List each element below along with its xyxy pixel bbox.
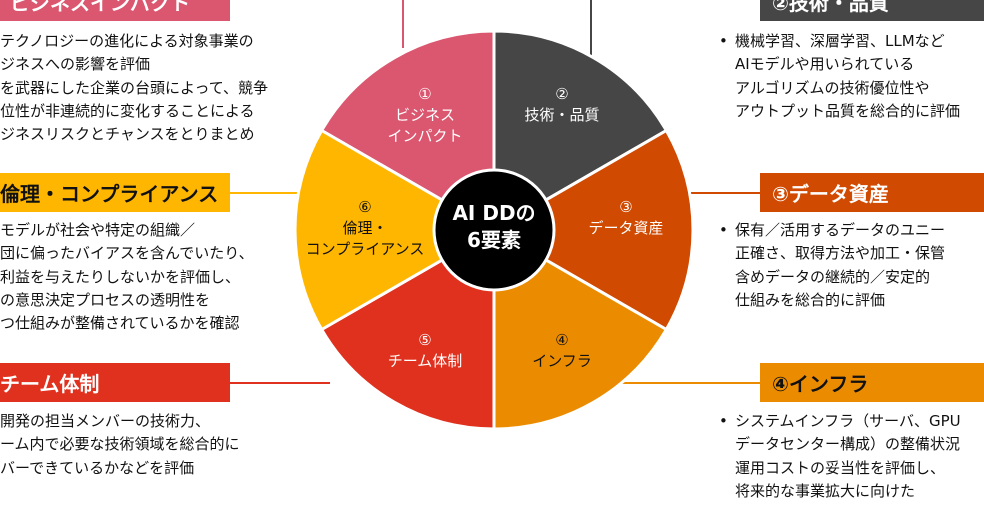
desc-line: システムインフラ（サーバ、GPU (735, 412, 961, 430)
connector-team (230, 382, 330, 384)
center-label-line1: AI DDの (452, 201, 536, 225)
desc-line: 開発の担当メンバーの技術力、 (0, 412, 211, 430)
desc-line: 将来的な事業拡大に向けた (735, 481, 916, 500)
center-circle (432, 168, 556, 292)
tech-quality-title: ②技術・品質 (772, 0, 889, 15)
desc-line: アウトプット品質を総合的に評価 (735, 101, 961, 120)
segment-number: ① (418, 85, 432, 103)
segment-text: データ資産 (588, 219, 664, 237)
desc-line: ジネスリスクとチャンスをとりまとめ (0, 125, 255, 144)
segment-label-business: ① ビジネスインパクト (387, 84, 462, 147)
segment-text: チーム体制 (387, 352, 463, 370)
team-title: チーム体制 (0, 372, 100, 396)
segment-number: ⑤ (418, 331, 432, 349)
desc-line: AIモデルや用いられている (735, 55, 915, 74)
data-assets-title: ③データ資産 (772, 182, 889, 206)
bullet: • (719, 412, 728, 430)
segment-infra (492, 227, 669, 431)
segment-text: コンプライアンス (305, 240, 425, 258)
infra-description: • システムインフラ（サーバ、GPU データセンター構成）の整備状況 運用コスト… (719, 410, 961, 503)
bullet: • (719, 221, 728, 239)
segment-text: 倫理・ (342, 219, 388, 237)
desc-line: を武器にした企業の台頭によって、競争 (0, 78, 269, 97)
segment-label-infra: ④ インフラ (532, 330, 592, 372)
business-impact-header: ビジネスインパクト (0, 0, 230, 21)
bullet: • (719, 32, 728, 50)
segment-number: ③ (619, 198, 633, 216)
segment-data (491, 128, 695, 332)
segment-label-team: ⑤ チーム体制 (388, 330, 463, 372)
segment-tech (492, 29, 669, 233)
connector-ethics (230, 192, 300, 194)
tech-quality-header: ②技術・品質 (760, 0, 984, 21)
segment-number: ② (555, 85, 569, 103)
desc-line: 保有／活用するデータのユニー (735, 221, 946, 239)
desc-line: 含めデータの継続的／安定的 (735, 267, 931, 286)
segment-label-data: ③ データ資産 (588, 197, 663, 239)
desc-line: ーム内で必要な技術領域を総合的に (0, 435, 240, 454)
connector-tech (590, 0, 592, 56)
segment-number: ④ (555, 331, 569, 349)
segment-ethics (293, 128, 497, 332)
segment-text: インフラ (532, 352, 592, 370)
ethics-header: 倫理・コンプライアンス (0, 173, 230, 212)
desc-line: 利益を与えたりしないかを評価し、 (0, 267, 241, 286)
data-assets-header: ③データ資産 (760, 173, 984, 212)
desc-line: 機械学習、深層学習、LLMなど (735, 32, 945, 50)
desc-line: つ仕組みが整備されているかを確認 (0, 314, 240, 333)
ethics-title: 倫理・コンプライアンス (0, 182, 219, 206)
desc-line: ジネスへの影響を評価 (0, 55, 151, 74)
desc-line: モデルが社会や特定の組織／ (0, 221, 196, 239)
desc-line: テクノロジーの進化による対象事業の (0, 32, 254, 50)
infra-title: ④インフラ (772, 372, 869, 396)
segment-number: ⑥ (358, 198, 372, 216)
data-assets-description: • 保有／活用するデータのユニー 正確さ、取得方法や加工・保管 含めデータの継続… (719, 219, 946, 312)
tech-quality-description: • 機械学習、深層学習、LLMなど AIモデルや用いられている アルゴリズムの技… (719, 30, 961, 123)
infra-header: ④インフラ (760, 363, 984, 402)
center-label-line2: 6要素 (467, 228, 521, 252)
desc-line: データセンター構成）の整備状況 (735, 435, 961, 454)
team-header: チーム体制 (0, 363, 230, 402)
segment-text: 技術・品質 (524, 106, 600, 124)
desc-line: バーできているかなどを評価 (0, 458, 195, 477)
desc-line: 仕組みを総合的に評価 (735, 290, 886, 309)
segment-text: ビジネス (394, 106, 456, 124)
team-description: 開発の担当メンバーの技術力、 ーム内で必要な技術領域を総合的に バーできているか… (0, 410, 240, 480)
desc-line: 団に偏ったバイアスを含んでいたり、 (0, 244, 254, 263)
center-label: AI DDの 6要素 (434, 200, 554, 254)
desc-line: 正確さ、取得方法や加工・保管 (735, 244, 946, 263)
desc-line: の意思決定プロセスの透明性を (0, 290, 211, 309)
desc-line: 運用コストの妥当性を評価し、 (735, 458, 946, 477)
segment-label-tech: ② 技術・品質 (524, 84, 599, 126)
business-impact-title: ビジネスインパクト (10, 0, 190, 15)
segment-business (319, 29, 496, 233)
segment-label-ethics: ⑥ 倫理・コンプライアンス (306, 197, 425, 260)
ethics-description: モデルが社会や特定の組織／ 団に偏ったバイアスを含んでいたり、 利益を与えたりし… (0, 219, 254, 335)
connector-infra (620, 382, 760, 384)
connector-data (690, 192, 760, 194)
segment-team (319, 227, 496, 431)
desc-line: アルゴリズムの技術優位性や (735, 78, 930, 97)
desc-line: 位性が非連続的に変化することによる (0, 101, 255, 120)
segment-text: インパクト (387, 127, 463, 145)
connector-business (402, 0, 404, 48)
business-impact-description: テクノロジーの進化による対象事業の ジネスへの影響を評価 を武器にした企業の台頭… (0, 30, 268, 146)
